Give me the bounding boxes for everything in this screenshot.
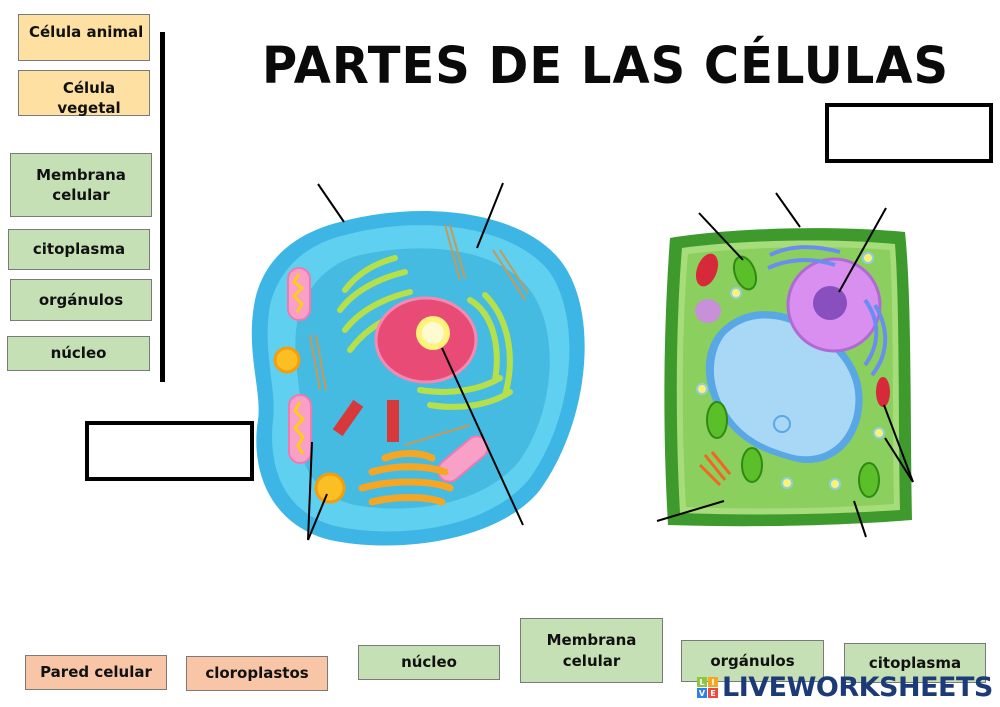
logo-text: LIVEWORKSHEETS: [722, 672, 993, 703]
animal-cell-illustration: [251, 210, 585, 546]
page-title: PARTES DE LAS CÉLULAS: [262, 36, 950, 96]
draggable-label-celula-animal[interactable]: Célula animal: [18, 14, 150, 61]
label-text: cloroplastos: [205, 664, 309, 683]
draggable-label-organulos-2[interactable]: orgánulos: [681, 640, 824, 682]
label-text: Célula animal: [29, 23, 144, 41]
label-text: núcleo: [50, 344, 107, 363]
logo-icon: L I V E: [697, 677, 718, 698]
divider-line: [160, 32, 165, 382]
label-text: Célula vegetal: [57, 79, 121, 118]
label-text: núcleo: [401, 653, 457, 672]
draggable-label-cloroplastos[interactable]: cloroplastos: [186, 656, 328, 691]
draggable-label-citoplasma[interactable]: citoplasma: [8, 229, 150, 270]
drop-zone-plant-cell-title[interactable]: [825, 103, 993, 163]
label-text: orgánulos: [710, 651, 795, 670]
label-text: Membrana celular: [546, 631, 637, 670]
draggable-label-nucleo-2[interactable]: núcleo: [358, 645, 500, 680]
label-text: orgánulos: [38, 290, 124, 309]
draggable-label-nucleo[interactable]: núcleo: [7, 336, 150, 371]
draggable-label-membrana-celular[interactable]: Membrana celular: [10, 153, 152, 217]
liveworksheets-logo: L I V E LIVEWORKSHEETS: [697, 672, 993, 703]
pointer-lines: [307, 182, 914, 541]
label-text: Membrana celular: [36, 165, 126, 204]
draggable-label-organulos[interactable]: orgánulos: [10, 279, 152, 321]
label-text: Pared celular: [40, 663, 152, 682]
label-text: citoplasma: [32, 240, 126, 259]
draggable-label-citoplasma-2[interactable]: citoplasma: [844, 643, 986, 683]
draggable-label-membrana-celular-2[interactable]: Membrana celular: [520, 618, 663, 683]
draggable-label-celula-vegetal[interactable]: Célula vegetal: [18, 70, 150, 118]
draggable-label-pared-celular[interactable]: Pared celular: [25, 655, 167, 690]
plant-cell-illustration: [664, 228, 912, 527]
label-text: citoplasma: [868, 653, 962, 672]
drop-zone-animal-cell-title[interactable]: [85, 421, 254, 481]
